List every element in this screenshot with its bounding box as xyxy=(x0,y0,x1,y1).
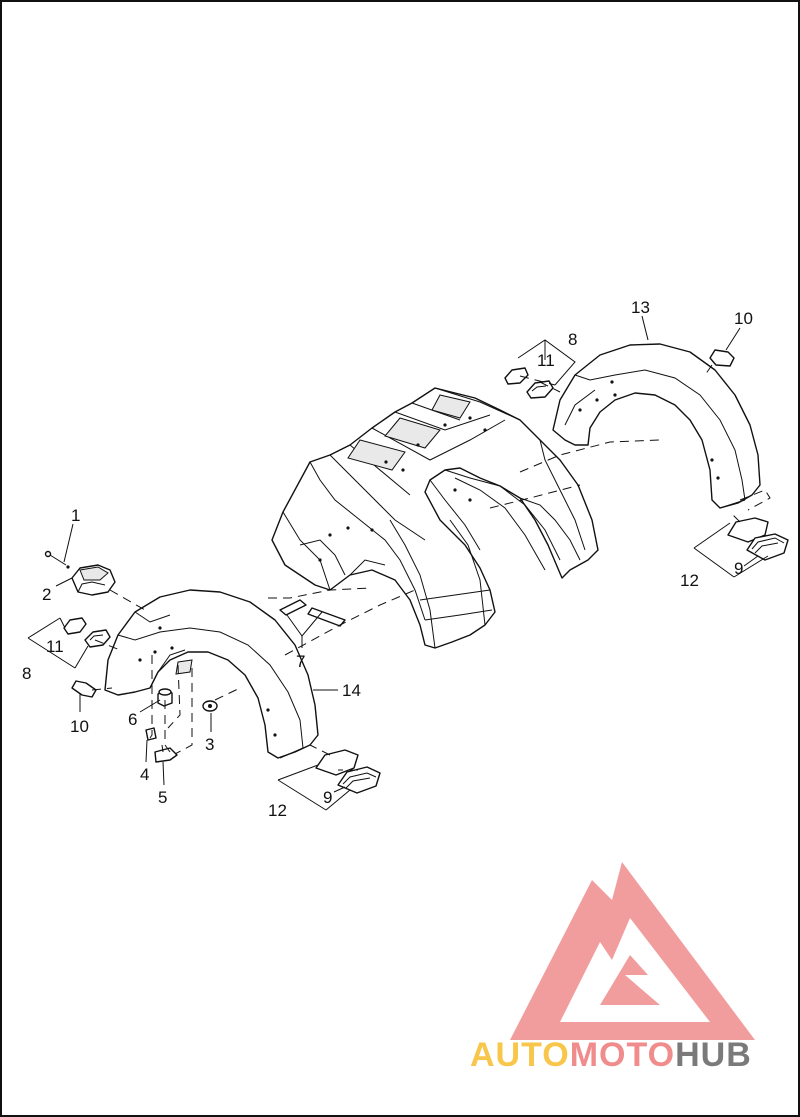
callout-4: 4 xyxy=(140,765,149,784)
watermark-moto-text: MOTO xyxy=(570,1036,675,1074)
callout-3: 3 xyxy=(205,735,214,754)
watermark-logo: AUTOMOTOHUB xyxy=(470,862,755,1074)
callout-10-right: 10 xyxy=(734,309,753,328)
callout-2: 2 xyxy=(42,585,51,604)
lens-part-11-left xyxy=(63,617,111,648)
lens-part-10-right xyxy=(709,349,735,367)
callout-1: 1 xyxy=(71,506,80,525)
callout-10-left: 10 xyxy=(70,717,89,736)
callout-numbers: 1 2 11 8 10 6 3 4 5 7 14 9 12 8 11 13 10… xyxy=(22,298,753,820)
watermark-triangle-core-icon xyxy=(600,955,660,1005)
screw-part-1 xyxy=(44,550,70,569)
callout-5: 5 xyxy=(158,788,167,807)
clip-part-4 xyxy=(145,727,157,741)
rear-fender-13 xyxy=(552,343,761,509)
callout-8-left: 8 xyxy=(22,664,31,683)
lamp-lens-right xyxy=(727,517,789,561)
leader-lines xyxy=(27,315,769,811)
callout-12-right: 12 xyxy=(680,571,699,590)
callout-8-right: 8 xyxy=(568,330,577,349)
svg-text:AUTOMOTOHUB: AUTOMOTOHUB xyxy=(470,1036,752,1074)
lamp-part-2 xyxy=(71,564,116,596)
front-fender-14 xyxy=(104,589,319,759)
callout-14: 14 xyxy=(342,681,361,700)
callout-12-left: 12 xyxy=(268,801,287,820)
nut-part-6 xyxy=(157,688,173,707)
trunk-body xyxy=(271,387,599,649)
callout-13: 13 xyxy=(631,298,650,317)
callout-9-right: 9 xyxy=(734,559,743,578)
callout-11-right: 11 xyxy=(537,351,555,370)
washer-part-3 xyxy=(202,700,218,712)
assembly-lines xyxy=(91,364,771,771)
callout-7: 7 xyxy=(296,652,305,671)
strip-part-7 xyxy=(279,599,346,627)
callout-11-left: 11 xyxy=(46,637,64,656)
callout-6: 6 xyxy=(128,710,137,729)
watermark-hub-text: HUB xyxy=(675,1036,752,1074)
lamp-lens-left xyxy=(315,749,381,794)
watermark-auto-text: AUTO xyxy=(470,1036,570,1074)
callout-9-left: 9 xyxy=(323,788,332,807)
